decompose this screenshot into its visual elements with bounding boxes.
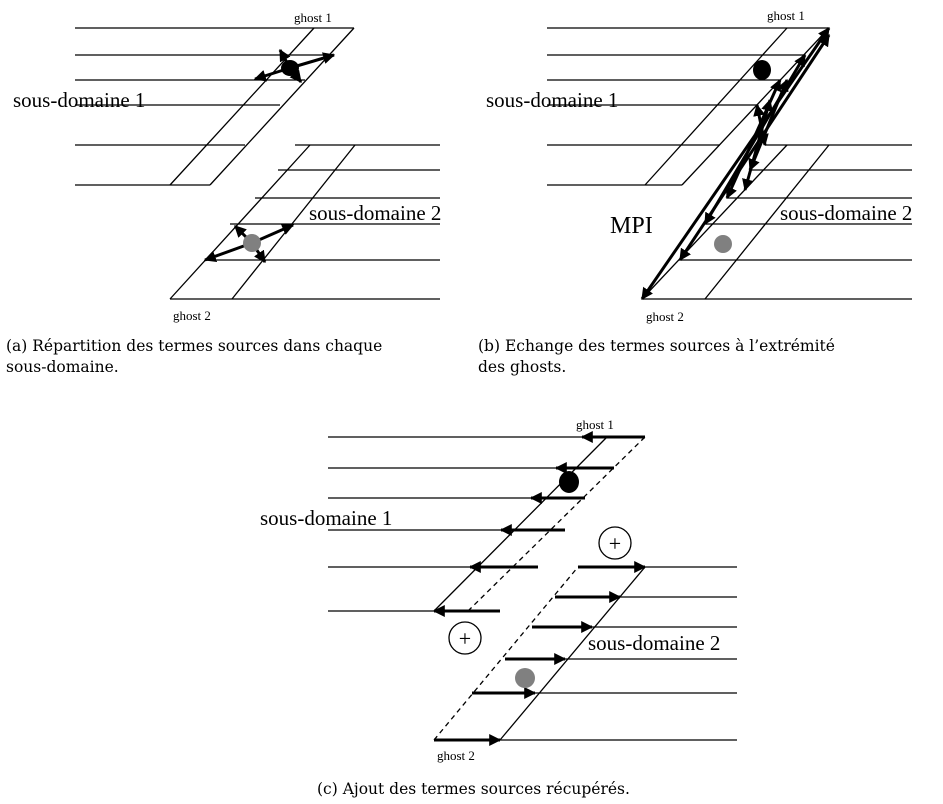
mpi-label: MPI	[610, 213, 653, 239]
ghost-1-label: ghost 1	[576, 417, 614, 432]
source-dot-black	[559, 471, 579, 493]
subdomain-1-label: sous-domaine 1	[486, 88, 618, 112]
source-term-1	[253, 48, 336, 83]
subdomain-2-grid	[433, 566, 737, 741]
caption-a-line2: sous-domaine.	[6, 358, 119, 376]
source-dot-black	[281, 60, 299, 76]
subdomain-2-grid	[169, 144, 440, 300]
source-dot-gray	[714, 235, 732, 253]
ghost-2-label: ghost 2	[646, 309, 684, 324]
ghost-2-label: ghost 2	[173, 308, 211, 323]
subdomain-1-label: sous-domaine 1	[260, 506, 392, 530]
panel-a: ghost 1 ghost 2 sous-domaine 1 sous-doma…	[6, 10, 441, 376]
ghost-1-label: ghost 1	[294, 10, 332, 25]
svg-text:+: +	[609, 531, 621, 556]
source-term-2	[203, 223, 295, 263]
subdomain-1-grid	[75, 27, 355, 186]
caption-c: (c) Ajout des termes sources récupérés.	[317, 780, 630, 798]
svg-text:+: +	[459, 626, 471, 651]
subdomain-2-label: sous-domaine 2	[309, 201, 441, 225]
caption-b-line1: (b) Echange des termes sources à l’extré…	[478, 337, 835, 355]
subdomain-1-grid	[328, 436, 646, 612]
subdomain-1-label: sous-domaine 1	[13, 88, 145, 112]
ghost-1-return-arrows	[432, 431, 645, 617]
ghost-2-label: ghost 2	[437, 748, 475, 763]
plus-circle-bottom: +	[448, 621, 482, 655]
subdomain-2-label: sous-domaine 2	[588, 631, 720, 655]
caption-a-line1: (a) Répartition des termes sources dans …	[6, 337, 382, 355]
source-dot-black	[753, 60, 771, 80]
mpi-exchange-arrows	[640, 27, 831, 300]
subdomain-2-label: sous-domaine 2	[780, 201, 912, 225]
source-dot-gray	[515, 668, 535, 688]
caption-b-line2: des ghosts.	[478, 358, 566, 376]
plus-circle-top: +	[598, 526, 632, 560]
source-dot-gray	[243, 234, 261, 252]
ghost-1-label: ghost 1	[767, 8, 805, 23]
ghost-2-return-arrows	[434, 561, 647, 746]
panel-c: + + ghost 1 ghost 2 sous-domaine 1 sous-…	[260, 417, 737, 798]
panel-b: ghost 1 ghost 2 sous-domaine 1 sous-doma…	[478, 8, 912, 376]
